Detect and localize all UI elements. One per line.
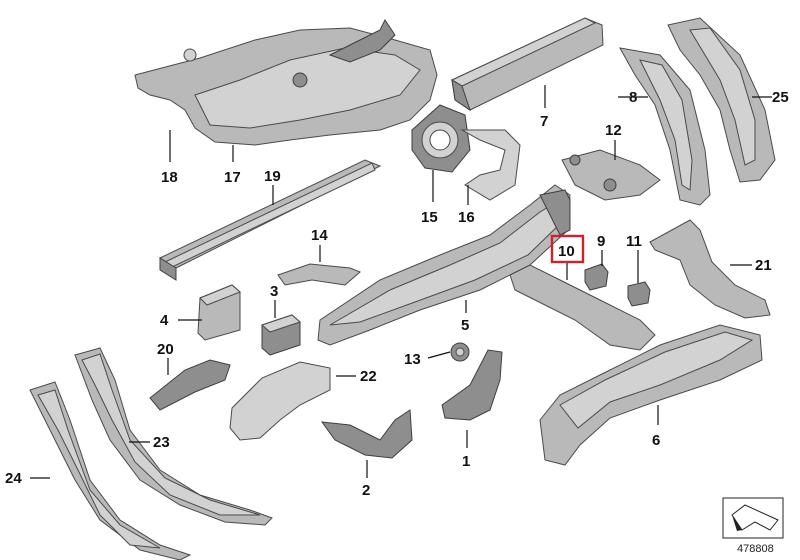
callout-labels: 18 17 19 7 8 25 12 15 16 14 10 9 11 21 3… xyxy=(5,89,789,499)
callout-1: 1 xyxy=(462,453,470,470)
part-5-duct xyxy=(317,184,571,346)
callout-17: 17 xyxy=(224,169,241,186)
callout-25: 25 xyxy=(772,89,789,106)
part-14-bracket xyxy=(277,263,361,286)
callout-15: 15 xyxy=(421,209,438,226)
part-7-channel xyxy=(450,17,604,112)
reference-code: 478808 xyxy=(737,543,774,555)
part-11-clip xyxy=(627,281,651,307)
part-15-seal xyxy=(411,104,471,173)
part-6-duct xyxy=(539,324,763,466)
callout-3: 3 xyxy=(270,283,278,300)
callout-18: 18 xyxy=(161,169,178,186)
callout-10: 10 xyxy=(558,243,575,260)
callout-7: 7 xyxy=(540,113,548,130)
callout-6: 6 xyxy=(652,432,660,449)
part-23-sill xyxy=(74,347,273,526)
part-25-duct xyxy=(667,17,776,183)
part-21-bracket xyxy=(649,219,771,319)
part-19-rail xyxy=(158,159,382,281)
callout-19: 19 xyxy=(264,168,281,185)
part-16-bracket xyxy=(460,129,521,201)
part-24-sill xyxy=(29,381,192,560)
reference-frame: 478808 xyxy=(722,497,784,555)
callout-23: 23 xyxy=(153,434,170,451)
callout-2: 2 xyxy=(362,482,370,499)
part-17-18-floor-panel xyxy=(134,19,438,146)
callout-4: 4 xyxy=(160,312,169,329)
leader-lines xyxy=(30,85,772,479)
part-13-grommet xyxy=(450,342,470,362)
part-2-bracket xyxy=(320,409,413,459)
part-4-module xyxy=(197,284,241,341)
callout-11: 11 xyxy=(626,233,642,250)
callout-14: 14 xyxy=(311,227,328,244)
callout-16: 16 xyxy=(458,209,475,226)
part-22-cover xyxy=(229,361,331,441)
part-1-bracket xyxy=(441,349,503,421)
part-3-module xyxy=(261,314,301,356)
callout-8: 8 xyxy=(629,89,637,106)
part-8-duct xyxy=(619,47,711,206)
callout-24: 24 xyxy=(5,470,22,487)
callout-5: 5 xyxy=(461,317,469,334)
callout-12: 12 xyxy=(605,122,622,139)
part-9-clip xyxy=(584,263,609,291)
part-10-bracket xyxy=(509,264,656,351)
callout-13: 13 xyxy=(404,351,421,368)
part-20-bracket xyxy=(149,359,231,411)
callout-9: 9 xyxy=(597,233,605,250)
callout-10-highlight-box xyxy=(550,234,585,264)
callout-22: 22 xyxy=(360,368,377,385)
callout-21: 21 xyxy=(755,257,772,274)
callout-20: 20 xyxy=(157,341,174,358)
part-12-bracket xyxy=(561,149,661,201)
